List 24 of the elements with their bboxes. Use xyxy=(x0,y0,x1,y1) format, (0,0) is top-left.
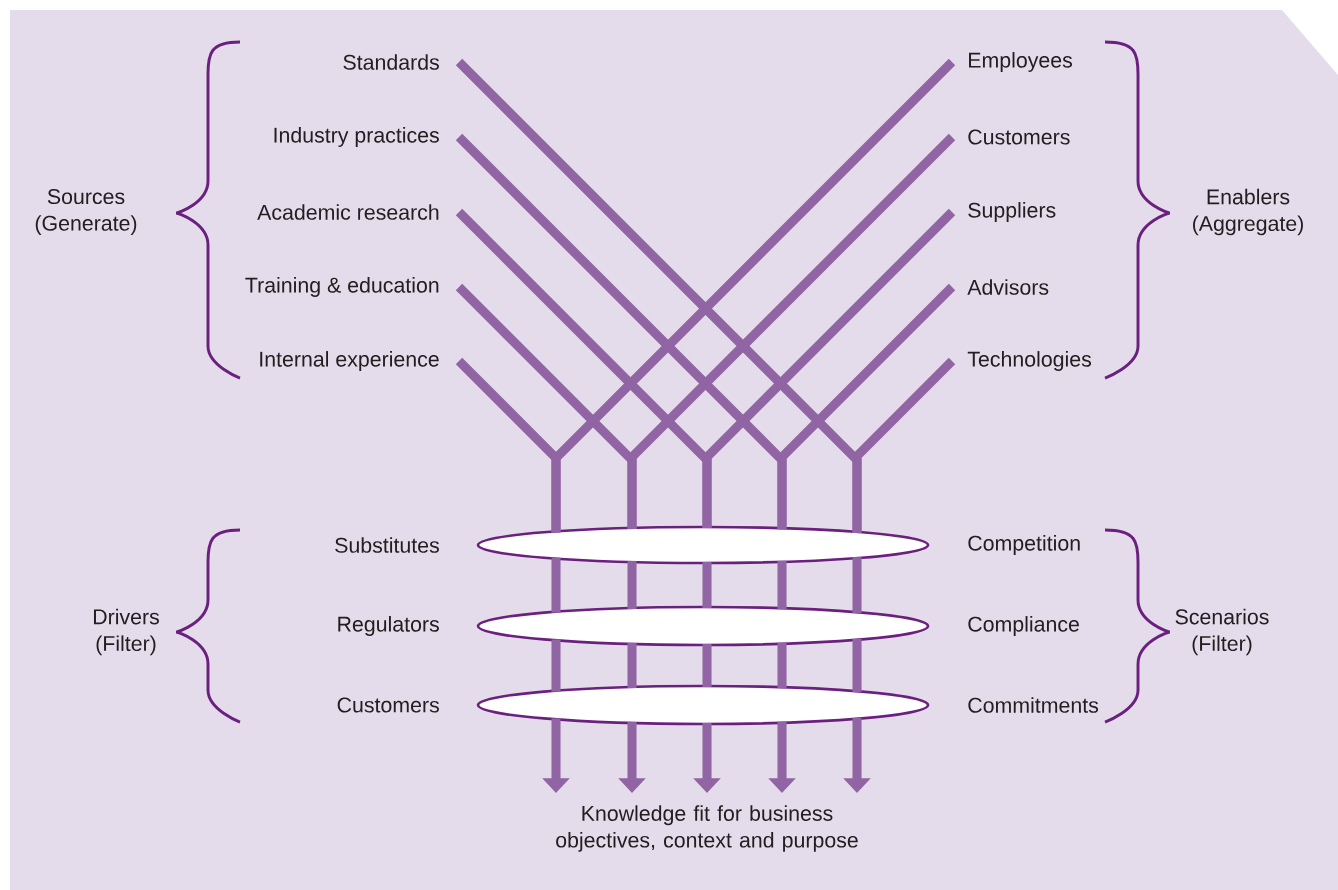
source-label: Standards xyxy=(343,54,439,70)
filter-label: Commitments xyxy=(968,697,1099,713)
filter-label: Customers xyxy=(337,697,439,713)
filter-ellipse xyxy=(476,525,930,565)
group-label: Drivers (Filter) xyxy=(94,608,159,656)
source-label: Academic research xyxy=(257,204,439,220)
group-label: Sources (Generate) xyxy=(35,189,137,235)
enabler-label: Suppliers xyxy=(968,202,1056,222)
filter-ellipse xyxy=(476,684,930,726)
group-label: Enablers (Aggregate) xyxy=(1193,188,1303,236)
filter-label: Compliance xyxy=(968,616,1079,636)
source-label: Internal experience xyxy=(260,351,439,371)
source-label: Training & education xyxy=(245,277,439,297)
outcome-text: Knowledge fit for business objectives, context and purpose xyxy=(556,805,858,852)
enabler-label: Advisors xyxy=(967,279,1049,295)
filter-label: Competition xyxy=(968,535,1080,555)
filter-ellipse xyxy=(476,605,930,647)
enabler-label: Technologies xyxy=(967,351,1091,371)
source-label: Industry practices xyxy=(274,127,439,147)
enabler-label: Employees xyxy=(969,52,1072,72)
filter-label: Regulators xyxy=(338,616,439,636)
group-label: Scenarios (Filter) xyxy=(1175,608,1269,656)
filter-label: Substitutes xyxy=(335,537,439,553)
enabler-label: Customers xyxy=(968,129,1070,145)
